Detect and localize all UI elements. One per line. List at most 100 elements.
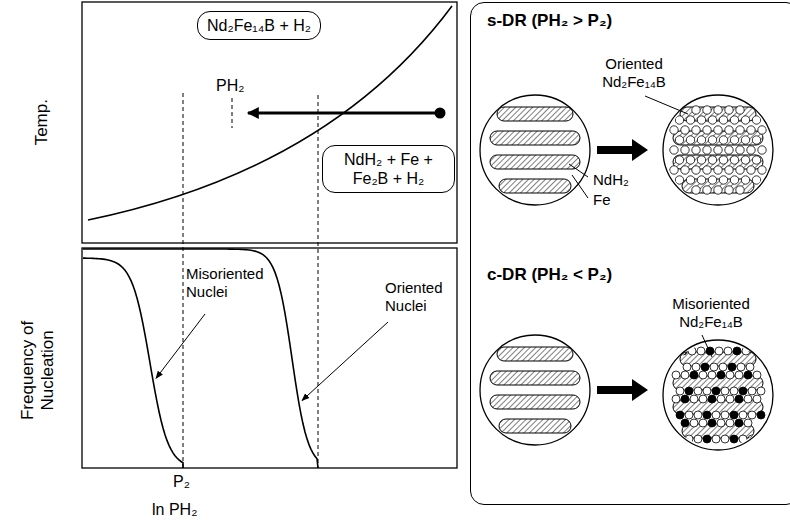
nucleus <box>758 126 766 134</box>
grain-bar <box>490 395 580 409</box>
nucleus <box>717 395 725 403</box>
nucleus <box>686 156 694 164</box>
nucleus <box>670 126 678 134</box>
nucleus <box>730 435 738 443</box>
nucleus <box>737 363 745 371</box>
nucleus <box>747 166 755 174</box>
nucleus <box>685 387 693 395</box>
nucleus <box>736 186 744 194</box>
nucleus <box>699 371 707 379</box>
nucleus <box>715 347 723 355</box>
phase-label: Nd₂Fe₁₄B + H₂ <box>207 16 311 35</box>
nucleus <box>739 387 747 395</box>
nucleus <box>753 371 761 379</box>
nucleus <box>748 387 756 395</box>
nucleus <box>725 106 733 114</box>
grain-bar <box>499 419 571 433</box>
nucleus <box>681 146 689 154</box>
nucleus <box>721 435 729 443</box>
nucleus <box>697 156 705 164</box>
nucleus <box>752 156 760 164</box>
nucleus <box>744 395 752 403</box>
nucleus <box>699 395 707 403</box>
grain-bar <box>490 155 580 169</box>
nucleus <box>703 126 711 134</box>
nucleus <box>685 435 693 443</box>
grain-circle <box>663 95 773 205</box>
nucleus <box>697 347 705 355</box>
nucleus <box>670 166 678 174</box>
grain-bar <box>497 107 573 121</box>
nucleus <box>717 371 725 379</box>
nucleus <box>675 176 683 184</box>
nucleus <box>685 411 693 419</box>
nucleus <box>714 106 722 114</box>
nucleus <box>719 363 727 371</box>
nucleus <box>712 387 720 395</box>
nucleus <box>712 411 720 419</box>
nucleus <box>681 419 689 427</box>
nucleus <box>758 166 766 174</box>
nucleus <box>670 146 678 154</box>
nucleus <box>710 363 718 371</box>
nucleus <box>730 136 738 144</box>
nucleus <box>748 411 756 419</box>
grain-bars <box>490 347 580 433</box>
nucleus <box>758 146 766 154</box>
nucleus <box>708 176 716 184</box>
pressure-label: PH₂ <box>216 76 244 95</box>
nucleus <box>752 136 760 144</box>
nucleus <box>688 347 696 355</box>
nucleus <box>748 435 756 443</box>
nucleus <box>741 176 749 184</box>
nucleation-curve <box>83 249 318 468</box>
nucleus <box>736 146 744 154</box>
oriented-nuclei <box>670 106 766 194</box>
misoriented-nuclei <box>672 347 765 443</box>
phase-box: Nd₂Fe₁₄B + H₂ <box>197 11 321 40</box>
nucleus <box>692 166 700 174</box>
nucleus <box>757 411 765 419</box>
nucleus <box>726 371 734 379</box>
nucleus <box>703 166 711 174</box>
callout-label: Oriented Nd₂Fe₁₄B <box>589 55 679 91</box>
nucleus <box>681 371 689 379</box>
nucleus <box>681 166 689 174</box>
nucleus <box>703 106 711 114</box>
nucleus <box>730 156 738 164</box>
nucleus <box>683 363 691 371</box>
leader-line <box>572 175 588 198</box>
nucleus <box>752 116 760 124</box>
leader-line <box>302 322 388 401</box>
curve-label: Oriented Nuclei <box>385 279 457 315</box>
plot-frame <box>82 2 457 243</box>
nucleus <box>730 176 738 184</box>
nucleus <box>726 395 734 403</box>
nucleus <box>728 363 736 371</box>
nucleus <box>739 411 747 419</box>
nucleus <box>714 126 722 134</box>
grain-circle <box>663 340 773 450</box>
nucleus <box>725 146 733 154</box>
panel-heading: c-DR (PH₂ < P₂) <box>487 265 612 285</box>
leader-line <box>702 335 712 357</box>
big-arrow <box>597 379 648 401</box>
plot-frame <box>82 248 457 468</box>
nucleus <box>708 419 716 427</box>
nucleus <box>672 395 680 403</box>
nucleus <box>724 347 732 355</box>
phase-boundary <box>88 6 452 220</box>
nucleus <box>746 363 754 371</box>
nucleus <box>703 146 711 154</box>
nucleus <box>742 347 750 355</box>
nucleus <box>692 146 700 154</box>
grain-bar <box>490 131 580 145</box>
nucleus <box>697 176 705 184</box>
callout-label: Misoriented Nd₂Fe₁₄B <box>661 295 761 331</box>
dashed-line <box>318 95 319 468</box>
nucleus <box>708 371 716 379</box>
nucleus <box>733 347 741 355</box>
nucleus <box>675 136 683 144</box>
nucleus <box>692 186 700 194</box>
nucleus <box>736 106 744 114</box>
